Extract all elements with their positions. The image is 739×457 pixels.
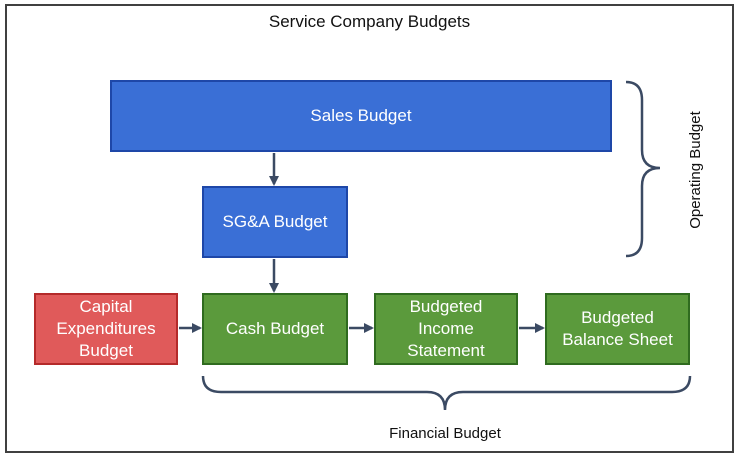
operating-budget-brace [625,80,661,258]
financial-budget-label: Financial Budget [389,425,501,442]
capital-expenditures-budget-box: Capital Expenditures Budget [34,293,178,365]
operating-budget-label: Operating Budget [687,111,704,229]
financial-budget-brace [201,375,692,411]
budgeted-balance-sheet-box: Budgeted Balance Sheet [545,293,690,365]
budgeted-income-statement-box: Budgeted Income Statement [374,293,518,365]
sga-budget-box: SG&A Budget [202,186,348,258]
cash-budget-box: Cash Budget [202,293,348,365]
diagram-frame [5,4,734,453]
diagram-title: Service Company Budgets [268,12,471,31]
sales-budget-box: Sales Budget [110,80,612,152]
